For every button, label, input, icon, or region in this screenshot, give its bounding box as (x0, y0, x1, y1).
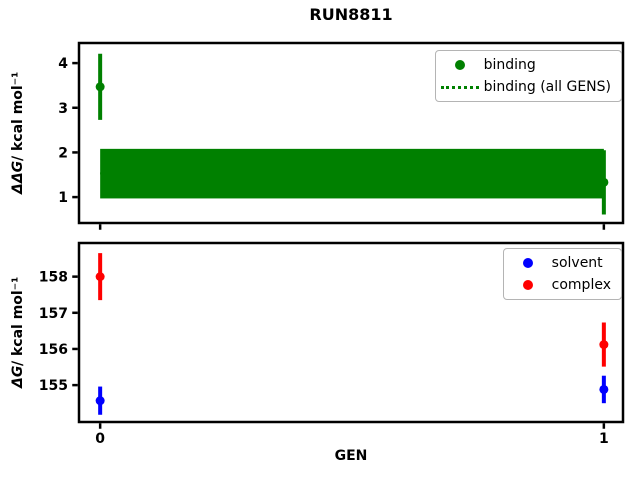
legend-item-binding-all-gens-: binding (all GENS) (436, 76, 611, 98)
legend-marker-cell (436, 85, 484, 89)
y-tick-label: 2 (58, 145, 68, 161)
y-tick-label: 3 (58, 101, 68, 117)
top-y-axis-label-unit: / kcal mol⁻¹ (10, 71, 26, 162)
legend-marker-cell (436, 60, 484, 70)
point-solvent-gen0 (95, 396, 105, 406)
legend-label: complex (551, 277, 611, 293)
point-binding-gen1 (599, 177, 609, 187)
complex-dot-icon (522, 280, 533, 290)
figure-title: RUN8811 (309, 5, 393, 24)
dotted-line-icon (440, 85, 479, 89)
point-binding-gen0 (95, 82, 105, 92)
y-tick-label: 158 (39, 270, 68, 286)
legend-marker-cell (504, 280, 552, 290)
y-tick-label: 4 (58, 56, 68, 72)
legend-item-binding: binding (436, 54, 611, 76)
legend-label: binding (all GENS) (483, 79, 611, 95)
axes-bottom-spines (77, 241, 625, 424)
binding-dot-icon (454, 60, 465, 70)
x-axis-label: GEN (334, 448, 368, 464)
legend-item-solvent: solvent (504, 252, 611, 274)
point-complex-gen1 (599, 340, 609, 350)
y-tick-label: 1 (58, 190, 68, 206)
legend-top: binding binding (all GENS) (434, 50, 622, 102)
x-tick-label: 0 (95, 431, 105, 447)
top-y-axis-label: ΔΔG / kcal mol⁻¹ (8, 43, 28, 223)
point-complex-gen0 (95, 272, 105, 282)
y-tick-label: 156 (39, 342, 68, 358)
legend-label: solvent (551, 255, 603, 271)
bottom-y-axis-label-symbol: ΔG (10, 365, 26, 389)
y-tick-label: 155 (39, 378, 68, 394)
y-tick-label: 157 (39, 306, 68, 322)
legend-item-complex: complex (504, 274, 611, 296)
solvent-dot-icon (522, 258, 533, 268)
point-solvent-gen1 (599, 384, 609, 394)
legend-bottom: solvent complex (502, 248, 622, 300)
legend-label: binding (483, 57, 536, 73)
bottom-y-axis-label-unit: / kcal mol⁻¹ (10, 276, 26, 366)
x-tick-label: 1 (599, 431, 609, 447)
top-y-axis-label-symbol: ΔΔG (10, 161, 26, 195)
axes-top-spines (77, 41, 625, 225)
bottom-y-axis-label: ΔG / kcal mol⁻¹ (8, 243, 28, 422)
legend-marker-cell (504, 258, 552, 268)
